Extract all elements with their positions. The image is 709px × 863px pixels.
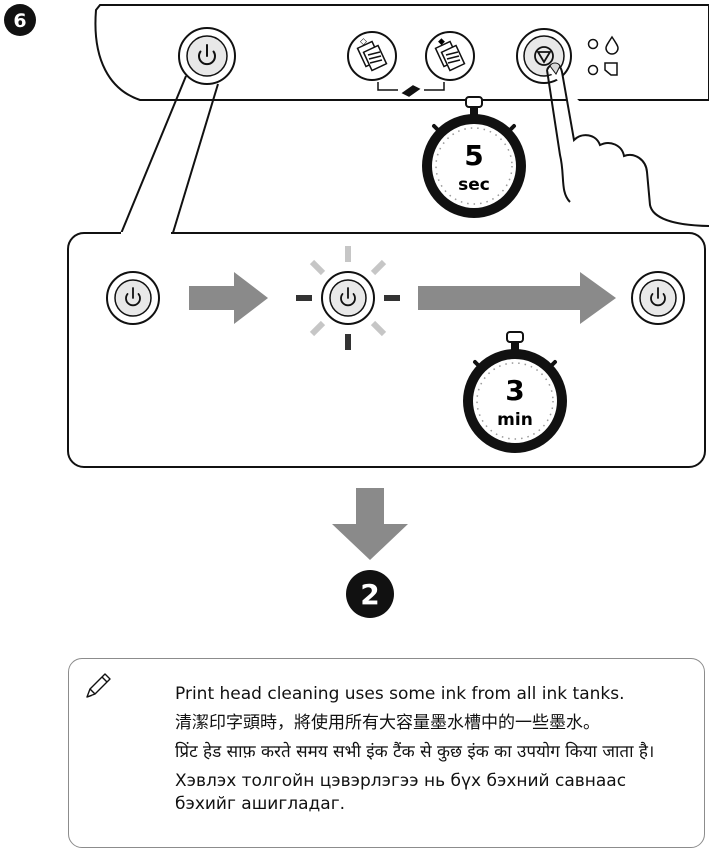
down-arrow [332, 488, 408, 560]
power-icon [198, 44, 216, 66]
power-button-flashing [296, 246, 400, 350]
finger-side [546, 69, 571, 203]
timer-5sec: 5 sec [422, 96, 526, 218]
printer-cleaning-diagram: 6 ◇ ◆ [4, 4, 709, 618]
next-step-number: 2 [360, 578, 379, 611]
color-diamond-icon: ◆ [438, 37, 445, 47]
step-number: 6 [13, 10, 26, 32]
note-line-mongolian: Хэвлэх толгойн цэвэрлэгээ нь бүх бэхний … [175, 771, 627, 814]
pencil-note-icon [86, 673, 111, 698]
fingernail [549, 62, 561, 75]
stop-icon [534, 46, 554, 66]
finger-hand [546, 63, 709, 227]
callout-line-left [119, 75, 187, 237]
paper-light [587, 64, 599, 76]
note-line-chinese: 清潔印字頭時，將使用所有大容量墨水槽中的一些墨水。 [175, 713, 600, 733]
copy-bw-button: ◇ [347, 31, 397, 81]
timer-3-value: 3 [505, 374, 524, 407]
timer-5-value: 5 [464, 139, 483, 172]
copy-color-button: ◆ [425, 31, 475, 81]
copy-icon [434, 40, 466, 72]
next-step-badge: 2 [346, 570, 394, 618]
copy-bracket [377, 82, 445, 97]
arrow-to-steady [418, 272, 616, 324]
step-badge: 6 [4, 4, 36, 36]
copy-icon [356, 40, 388, 72]
power-button-final [631, 271, 685, 325]
note-box: Print head cleaning uses some ink from a… [68, 658, 705, 848]
timer-3min: 3 min [463, 331, 567, 453]
timer-5-unit: sec [458, 175, 490, 195]
sequence-box [67, 232, 706, 468]
panel-power-button [178, 27, 236, 85]
arrow-to-flashing [189, 272, 268, 324]
power-icon [125, 287, 141, 307]
note-line-english: Print head cleaning uses some ink from a… [175, 684, 625, 704]
callout-line-right [171, 83, 219, 237]
bw-diamond-icon: ◇ [360, 37, 367, 47]
status-lights [587, 35, 619, 76]
note-text: Print head cleaning uses some ink from a… [175, 683, 692, 822]
timer-3-unit: min [497, 410, 533, 430]
power-icon [340, 287, 356, 307]
ink-drop-icon [605, 35, 619, 55]
note-line-hindi: प्रिंट हेड साफ़ करते समय सभी इंक टैंक से… [175, 742, 655, 762]
power-button-initial [106, 271, 160, 325]
paper-icon [604, 62, 618, 76]
power-icon [650, 287, 666, 307]
power-light [587, 38, 599, 50]
